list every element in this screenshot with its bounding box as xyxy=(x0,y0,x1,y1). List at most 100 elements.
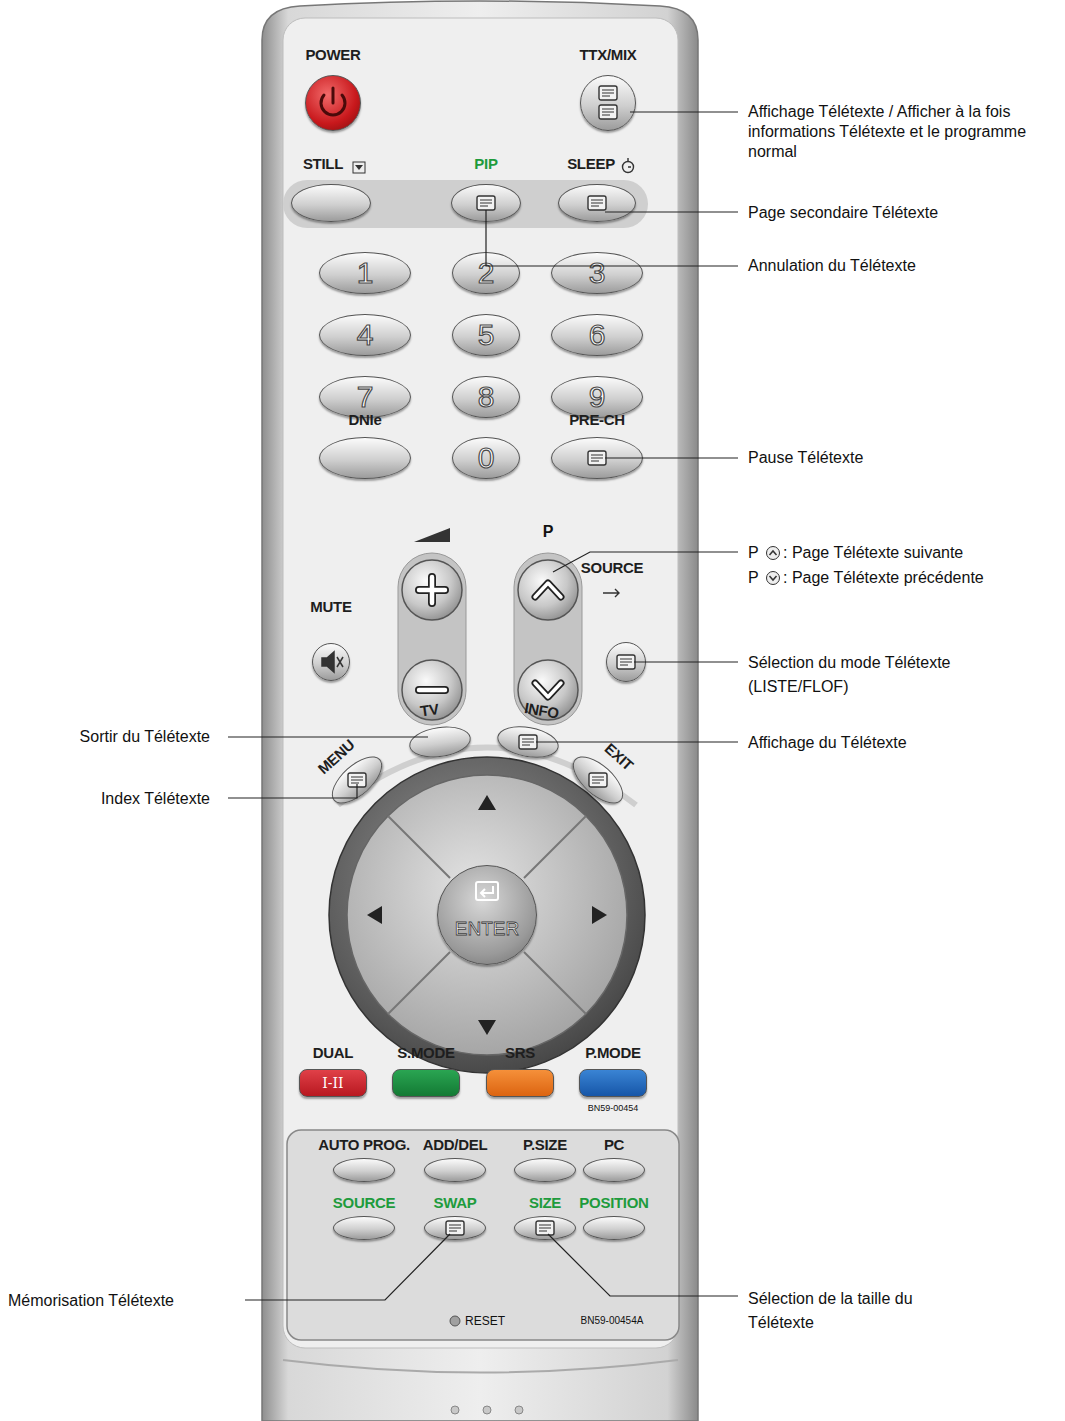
button-label: INFO xyxy=(523,699,560,722)
exit-button: EXIT xyxy=(565,748,631,812)
button-text: 6 xyxy=(552,318,642,352)
leader-line xyxy=(228,736,428,737)
panel-button: SOURCE xyxy=(333,1216,395,1240)
button-label: AUTO PROG. xyxy=(318,1136,410,1153)
button-label: DNIe xyxy=(349,411,382,428)
remote-face xyxy=(283,18,678,1348)
button-text: 8 xyxy=(453,380,519,414)
arrow-down xyxy=(478,1020,496,1035)
button-label: MENU xyxy=(314,736,357,777)
volume-rocker xyxy=(398,553,466,725)
sleep-button: SLEEP xyxy=(558,184,636,222)
button-text: 1 xyxy=(320,256,410,290)
dpad xyxy=(347,775,627,1055)
button-label: ADD/DEL xyxy=(423,1136,488,1153)
leader-line xyxy=(536,741,738,742)
channel-up-button xyxy=(518,560,578,620)
teletext-mix-button: TTX/MIX xyxy=(580,75,636,131)
button-label: POWER xyxy=(305,46,360,63)
ir-dot xyxy=(451,1406,459,1414)
leader-line xyxy=(634,661,738,662)
tv-button: TV xyxy=(407,723,473,761)
source-button: SOURCE xyxy=(606,642,646,682)
panel-button: SIZE xyxy=(514,1216,576,1240)
teletext-icon xyxy=(599,86,617,100)
panel-button: SWAP xyxy=(424,1216,486,1240)
chevron-up xyxy=(535,583,561,597)
callout-text: Annulation du Télétexte xyxy=(748,256,1008,276)
pre-channel-button: PRE-CH xyxy=(551,437,643,479)
dpad-divider xyxy=(388,816,586,1014)
arrow-left xyxy=(367,906,382,924)
dpad-ring xyxy=(329,757,645,1073)
srs-button: SRS xyxy=(486,1069,554,1097)
volume-down-button xyxy=(402,660,462,720)
number-button: 2 xyxy=(452,252,520,294)
callout-text: Index Télétexte xyxy=(30,789,210,809)
reset-hole xyxy=(450,1316,460,1326)
dnie-button: DNIe xyxy=(319,437,411,479)
menu-button: MENU xyxy=(324,748,390,812)
teletext-icon xyxy=(446,1221,464,1235)
panel-button: POSITION xyxy=(583,1216,645,1240)
sleep-icon xyxy=(628,158,631,167)
button-label: P.SIZE xyxy=(523,1136,567,1153)
enter-button: ENTER xyxy=(437,865,537,965)
plus-symbol xyxy=(419,577,445,603)
callout-text: Sortir du Télétexte xyxy=(30,727,210,747)
enter-icon xyxy=(481,886,493,897)
power-button: POWER xyxy=(305,75,361,131)
down-icon xyxy=(767,572,780,585)
button-text: 2 xyxy=(453,256,519,290)
model-number: BN59-00454A xyxy=(557,1314,667,1328)
number-button: 4 xyxy=(319,314,411,356)
teletext-icon xyxy=(519,735,537,749)
remote-body xyxy=(262,1,698,1421)
dual-button: DUALI-II xyxy=(299,1069,367,1097)
teletext-icon xyxy=(536,1221,554,1235)
info-button: INFO xyxy=(495,722,561,762)
model-number: BN59-00454 xyxy=(563,1103,663,1114)
leader-line xyxy=(245,1234,450,1300)
button-label: SWAP xyxy=(434,1194,477,1211)
button-text: 9 xyxy=(552,380,642,414)
callout-text: Page secondaire Télétexte xyxy=(748,203,1008,223)
number-button: 5 xyxy=(452,314,520,356)
plus-symbol xyxy=(419,577,445,603)
button-label: SIZE xyxy=(529,1194,561,1211)
button-text: ENTER xyxy=(438,918,536,940)
callout-text: Affichage du Télétexte xyxy=(748,733,1008,753)
number-button: 6 xyxy=(551,314,643,356)
still-button: STILL xyxy=(291,184,371,222)
button-label: SOURCE xyxy=(333,1194,395,1211)
button-label: SOURCE xyxy=(581,559,643,576)
number-button: 1 xyxy=(319,252,411,294)
leader-line xyxy=(605,457,738,458)
mute-button: MUTE xyxy=(312,643,350,681)
button-label: PIP xyxy=(474,155,497,172)
panel-button: ADD/DEL xyxy=(424,1158,486,1182)
button-label: P.MODE xyxy=(585,1044,640,1061)
sleep-icon xyxy=(623,162,634,173)
button-label: RESET xyxy=(465,1313,525,1329)
pip-button: PIP xyxy=(451,184,521,222)
leader-line xyxy=(486,210,738,266)
leader-line xyxy=(548,1234,738,1296)
callout-text: Sélection de la taille du Télétexte xyxy=(748,1287,948,1335)
button-text: 7 xyxy=(320,380,410,414)
minus-symbol xyxy=(419,686,445,694)
number-button: 8 xyxy=(452,376,520,418)
number-button: 3 xyxy=(551,252,643,294)
sound-mode-button: S.MODE xyxy=(392,1069,460,1097)
button-label: PRE-CH xyxy=(569,411,625,428)
up-icon xyxy=(770,551,777,555)
ir-dot xyxy=(515,1406,523,1414)
button-text: 0 xyxy=(453,441,519,475)
mute-symbol xyxy=(322,652,343,672)
button-label: SLEEP xyxy=(567,155,615,172)
panel-button: P.SIZE xyxy=(514,1158,576,1182)
callout-text: Pause Télétexte xyxy=(748,448,1008,468)
button-label: EXIT xyxy=(601,740,636,774)
button-band xyxy=(283,180,648,228)
volume-up-button xyxy=(402,560,462,620)
